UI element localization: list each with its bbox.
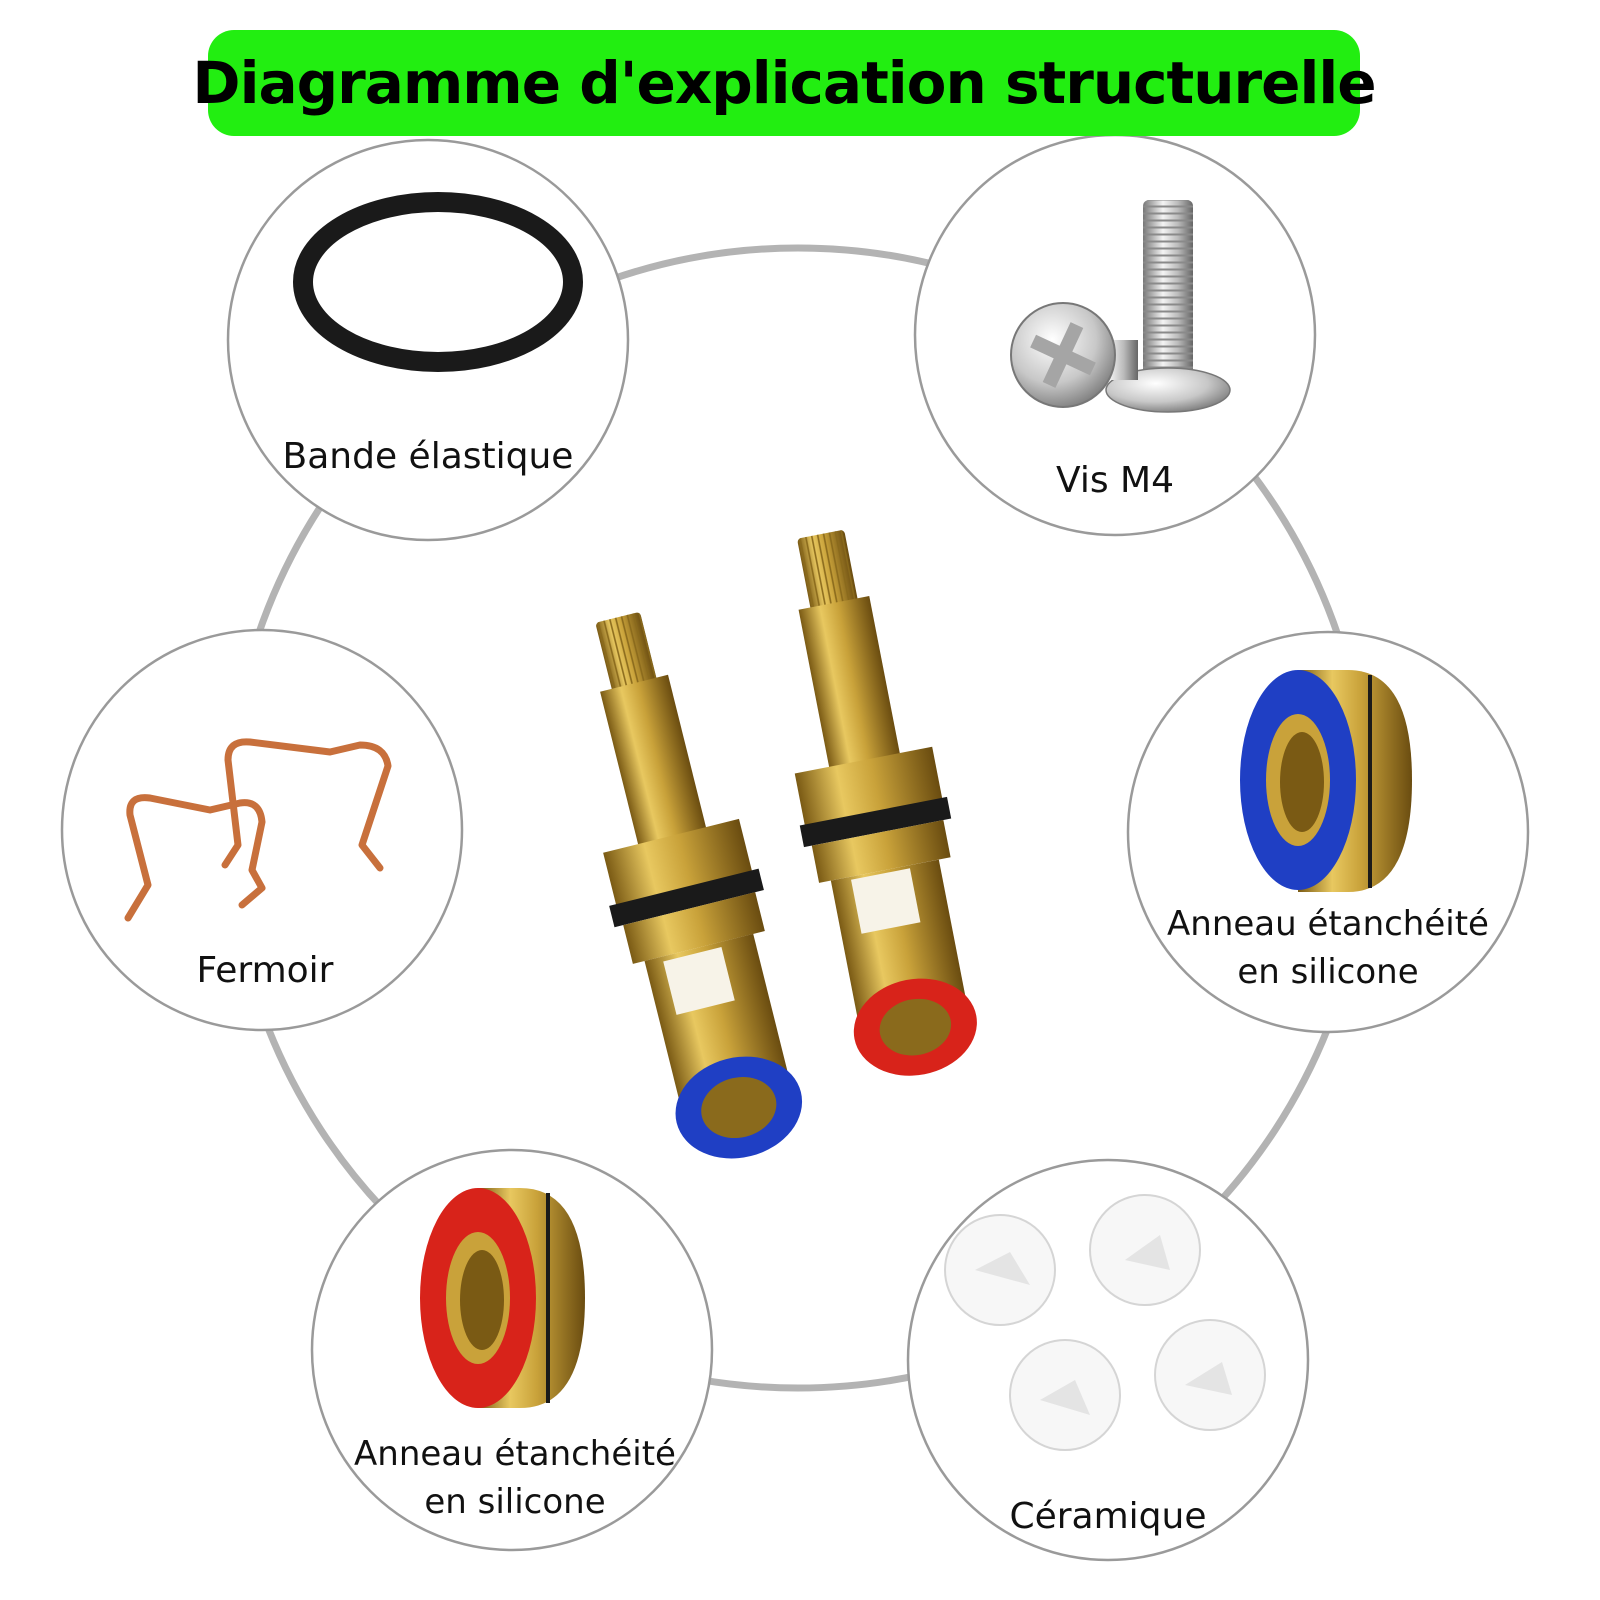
valve-cartridge-right (794, 530, 977, 1076)
label-blue-seal: Anneau étanchéité en silicone (1167, 904, 1489, 992)
valve-cartridge-pair-icon (596, 530, 977, 1159)
component-circle-o-ring (226, 138, 630, 542)
label-clip: Fermoir (196, 950, 334, 991)
label-o-ring: Bande élastique (282, 436, 574, 477)
screw-icon (1010, 200, 1231, 413)
clip-icon (124, 738, 392, 922)
page-title: Diagramme d'explication structurelle (192, 49, 1376, 117)
component-circle-red-seal (310, 1148, 714, 1552)
blue-seal-ring-icon (1240, 670, 1412, 892)
component-circle-ceramic (906, 1158, 1310, 1562)
valve-cartridge-left (596, 612, 803, 1159)
component-circle-blue-seal (1126, 630, 1530, 1034)
red-seal-ring-icon (420, 1188, 585, 1408)
ceramic-disc-icon (944, 1194, 1266, 1451)
label-ceramic: Céramique (1009, 1496, 1207, 1537)
component-circle-screw (913, 133, 1317, 537)
title-banner: Diagramme d'explication structurelle (192, 30, 1377, 136)
label-red-seal: Anneau étanchéité en silicone (354, 1434, 676, 1522)
o-ring-icon (293, 192, 583, 372)
label-screw: Vis M4 (1055, 460, 1174, 501)
component-circle-clip (60, 628, 464, 1032)
